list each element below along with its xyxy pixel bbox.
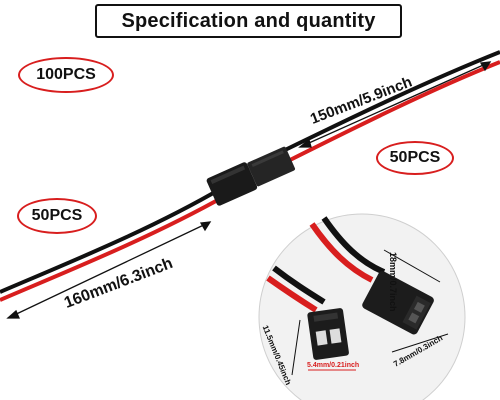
detail-inset [258, 213, 466, 400]
inset-red-wire-b [266, 275, 318, 313]
dimension-arrow-right [298, 61, 492, 148]
female-connector-body [206, 162, 258, 206]
inset-circle [258, 213, 466, 400]
female-width-label: 5.4mm/0.21inch [307, 362, 360, 369]
red-wire-left [0, 194, 226, 302]
inset-red-wire-a [309, 222, 374, 283]
connector-pair [206, 146, 296, 206]
quantity-badge-male: 50PCS [17, 198, 97, 234]
black-wire-left [0, 186, 224, 294]
male-length-label: 18mm/0.7inch [388, 252, 398, 312]
red-wire-right [289, 60, 500, 162]
black-wire-right [284, 50, 500, 152]
dimension-arrow-left [6, 221, 212, 319]
inset-male-connector [362, 271, 434, 335]
quantity-badge-total: 100PCS [18, 57, 114, 93]
inset-female-connector [307, 308, 349, 360]
inset-black-wire-b [272, 265, 326, 305]
quantity-badge-female: 50PCS [376, 141, 454, 175]
inset-dimension-markers [291, 249, 449, 376]
page-title: Specification and quantity [95, 4, 402, 38]
cable-assembly [0, 50, 500, 319]
male-connector-body [247, 146, 296, 187]
inset-black-wire-a [321, 216, 386, 275]
